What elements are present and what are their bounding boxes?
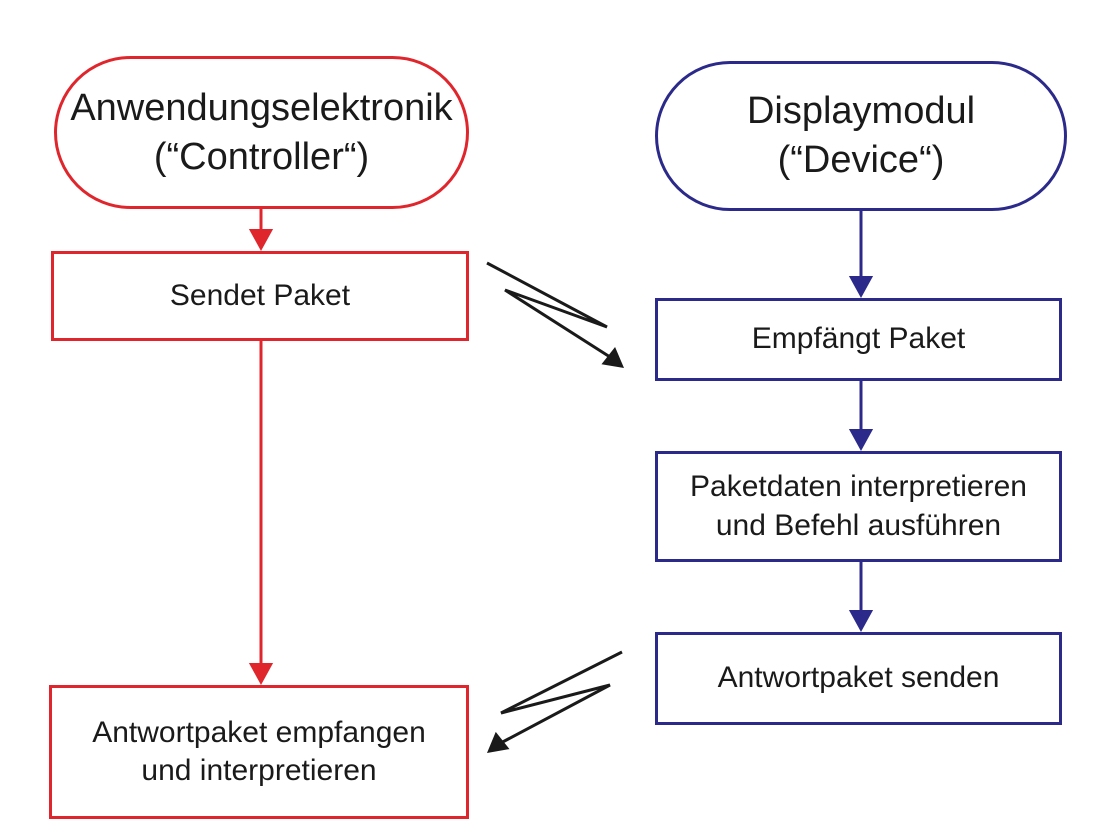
controller-flow-2-connector	[248, 341, 274, 685]
device-flow-3-arrowhead	[848, 610, 874, 632]
controller-flow-2-arrowhead	[248, 663, 274, 685]
controller-flow-1-arrowhead	[248, 229, 274, 251]
device-receive-label: Empfängt Paket	[751, 322, 966, 356]
device-process-line2: und Befehl ausführen	[715, 508, 1002, 542]
device-flow-1-connector	[848, 211, 874, 298]
device-flow-2-connector	[848, 381, 874, 451]
device-reply-label: Antwortpaket senden	[717, 661, 1000, 695]
controller-receive-line1: Antwortpaket empfangen	[92, 715, 426, 749]
controller-send-label: Sendet Paket	[169, 278, 351, 312]
wireless-response-connector	[487, 650, 623, 753]
controller-flow-1-connector	[248, 209, 274, 251]
device-reply-box: Antwortpaket senden	[655, 632, 1062, 725]
device-flow-1-arrowhead	[848, 276, 874, 298]
device-title-node: Displaymodul (“Device“)	[655, 61, 1067, 211]
wireless-response-line	[496, 650, 623, 747]
controller-title-line1: Anwendungselektronik	[70, 86, 453, 129]
controller-receive-box: Antwortpaket empfangen und interpretiere…	[49, 685, 469, 819]
device-title-line1: Displaymodul	[746, 90, 976, 133]
wireless-response-arrowhead	[487, 731, 510, 753]
controller-title-line2: (“Controller“)	[153, 135, 370, 178]
device-flow-2-arrowhead	[848, 429, 874, 451]
wireless-request-line	[486, 261, 611, 359]
device-title-line2: (“Device“)	[777, 139, 945, 181]
device-receive-box: Empfängt Paket	[655, 298, 1062, 381]
wireless-request-arrowhead	[601, 346, 624, 368]
controller-title-node: Anwendungselektronik (“Controller“)	[54, 56, 469, 209]
controller-receive-line2: und interpretieren	[141, 754, 377, 787]
wireless-request-connector	[486, 261, 624, 368]
controller-send-box: Sendet Paket	[51, 251, 469, 341]
device-flow-3-connector	[848, 562, 874, 632]
device-process-box: Paketdaten interpretieren und Befehl aus…	[655, 451, 1062, 562]
device-process-line1: Paketdaten interpretieren	[690, 470, 1027, 504]
